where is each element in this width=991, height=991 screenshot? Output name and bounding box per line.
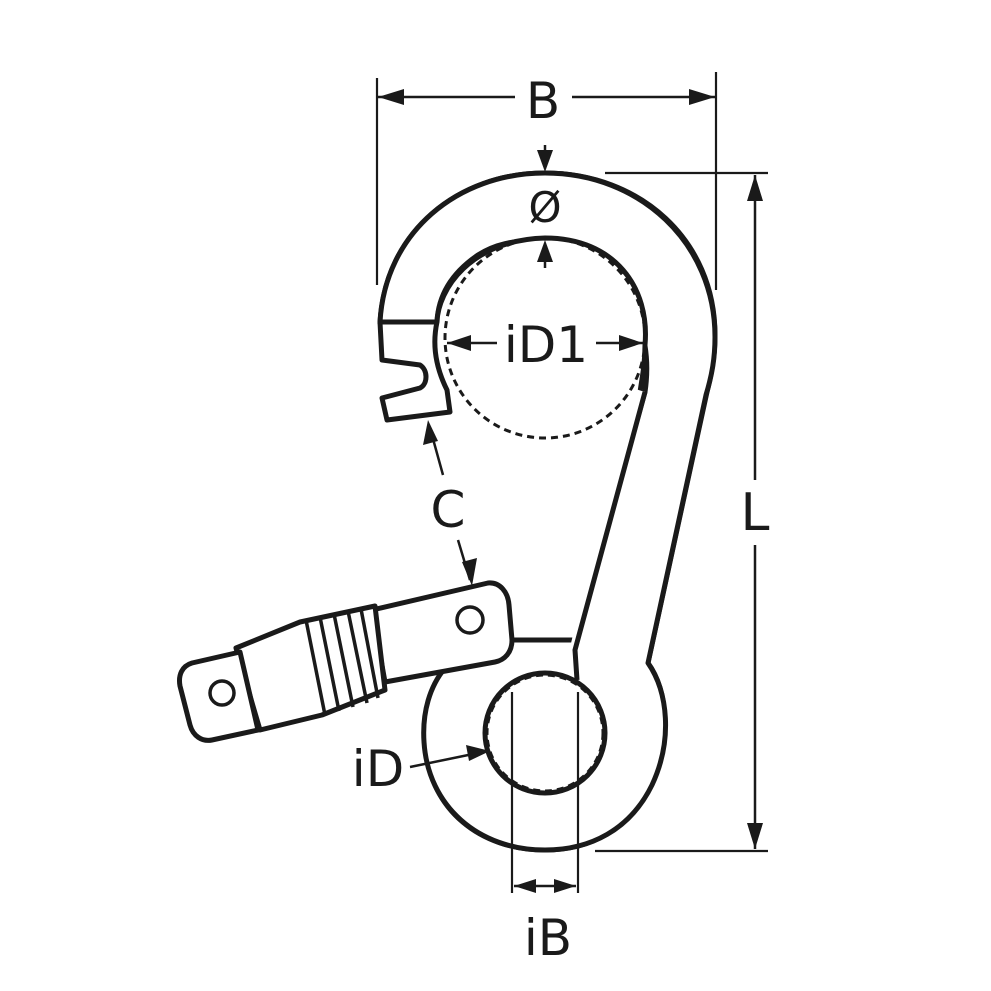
hook-body — [377, 170, 718, 853]
B-label: B — [526, 72, 560, 130]
iD1-label: iD1 — [504, 316, 588, 374]
C-arrow-upper — [423, 420, 438, 445]
iD1-arrow-right — [619, 335, 643, 351]
iD-arrow — [466, 745, 490, 761]
small-eye — [482, 670, 608, 796]
dia-arrow-top — [537, 150, 553, 172]
gate-ring-4 — [346, 610, 369, 704]
dia-arrow-bottom — [537, 240, 553, 262]
dimension-iD1: iD1 — [447, 316, 643, 374]
gate-rear-hole — [455, 605, 485, 635]
C-arrow-lower — [462, 558, 477, 586]
dimension-L: L — [595, 171, 770, 853]
iB-arrow-left — [514, 879, 536, 893]
gate-ring-1 — [304, 619, 327, 716]
iD-label: iD — [352, 740, 404, 798]
iD1-arrow-left — [447, 335, 471, 351]
iB-label: iB — [524, 909, 572, 967]
neck-line — [572, 391, 648, 681]
dimension-iB: iB — [514, 879, 576, 967]
B-arrow-right — [689, 89, 715, 105]
B-arrow-left — [378, 89, 404, 105]
C-label: C — [431, 481, 466, 539]
dia-label: Ø — [528, 183, 561, 232]
dimension-B: B — [375, 72, 718, 290]
iD-dashed-circle — [485, 673, 605, 793]
dimension-diameter: Ø — [528, 145, 562, 268]
iD-leader — [409, 751, 479, 769]
L-arrow-bottom — [747, 823, 763, 849]
gate-front-hole — [208, 679, 236, 707]
iD1-dashed-circle — [443, 236, 647, 440]
gate — [177, 580, 515, 743]
hook-tip — [377, 319, 453, 423]
iB-arrow-right — [554, 879, 576, 893]
dimension-C: C — [423, 420, 477, 586]
L-arrow-top — [747, 175, 763, 201]
gate-ring-2 — [318, 616, 341, 712]
L-label: L — [741, 483, 770, 543]
gate-ring-3 — [332, 613, 355, 708]
dimension-iD: iD — [352, 740, 490, 798]
gate-ring-5 — [359, 608, 380, 699]
